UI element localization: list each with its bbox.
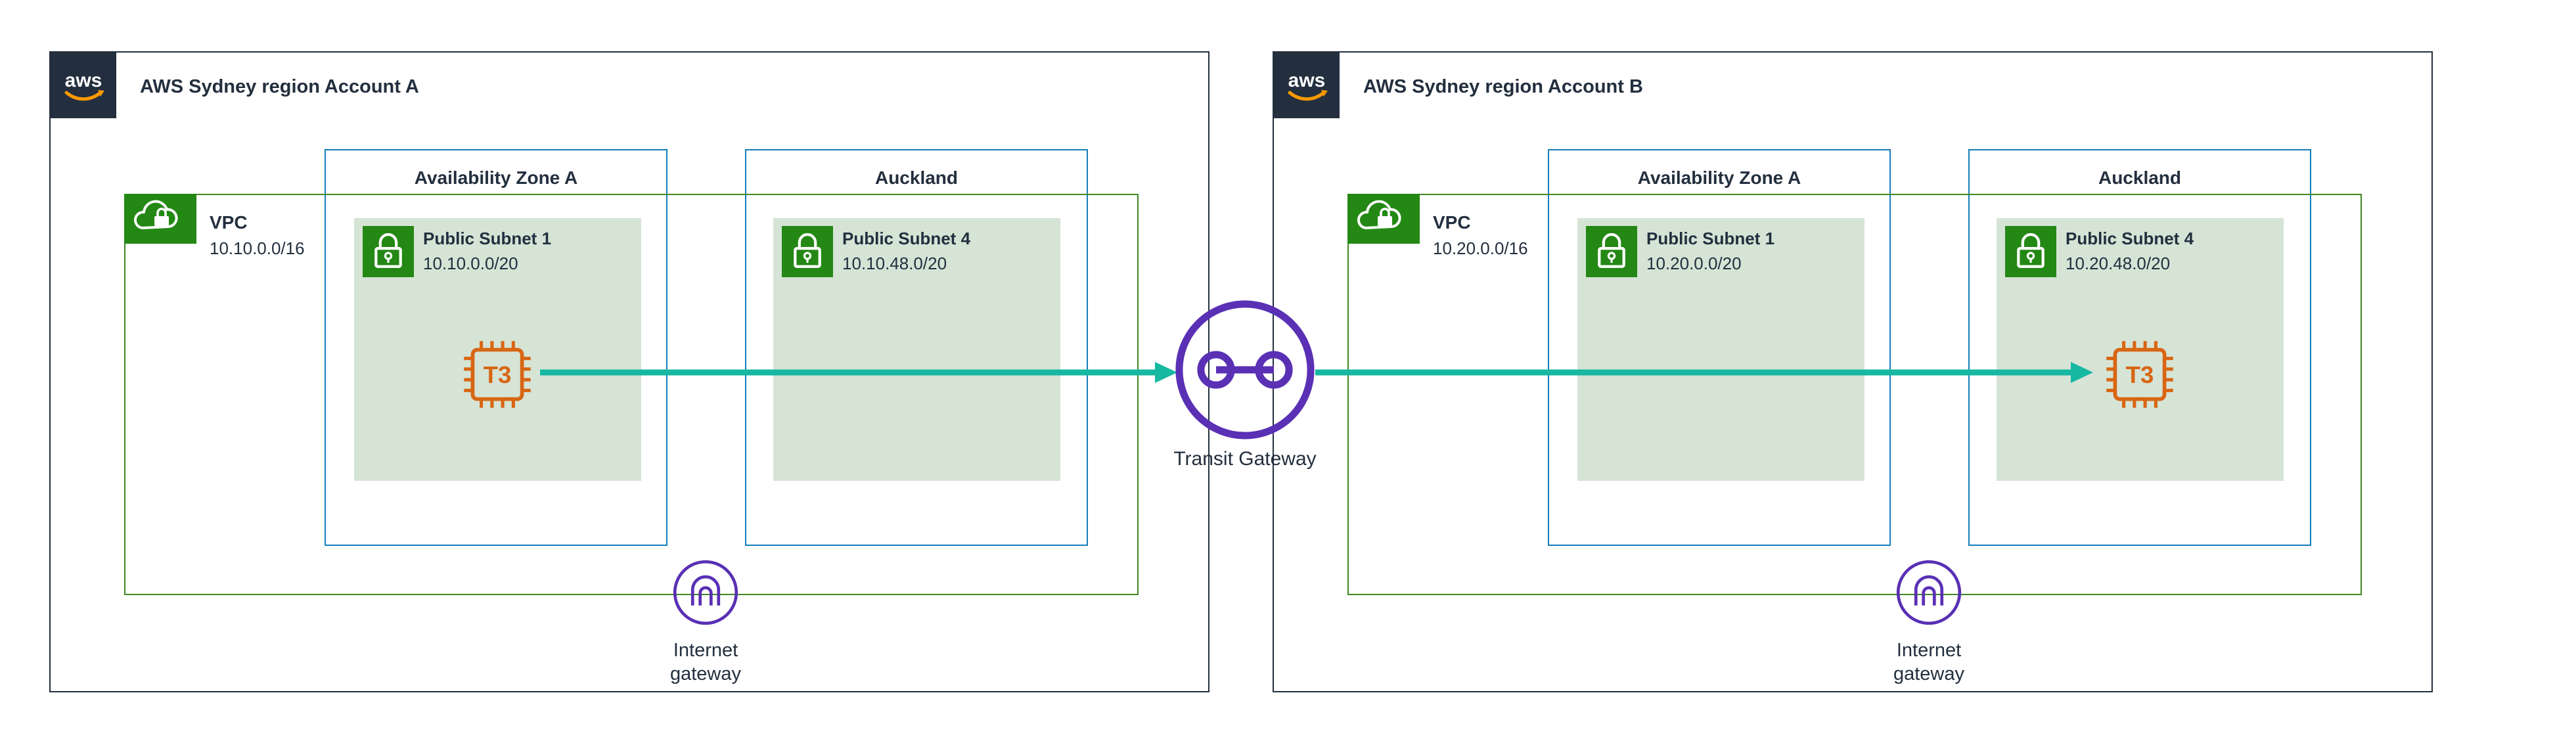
account-title: AWS Sydney region Account A — [140, 76, 419, 97]
instance-label: T3 — [484, 361, 512, 388]
availability-zone-auckland-label: Auckland — [2098, 168, 2182, 188]
aws-logo-text: aws — [1288, 70, 1326, 91]
subnet-text: Public Subnet 1 10.10.0.0/20 — [423, 229, 551, 274]
aws-logo-icon: aws — [51, 53, 116, 118]
subnet-text: Public Subnet 4 10.20.48.0/20 — [2066, 229, 2194, 274]
internet-gateway-label: Internet gateway — [1893, 640, 1964, 684]
vpc-text: VPC 10.20.0.0/16 — [1433, 212, 1528, 259]
instance-label: T3 — [2126, 361, 2154, 388]
internet-gateway-icon — [671, 558, 740, 627]
subnet-name: Public Subnet 4 — [842, 229, 971, 248]
subnet-text: Public Subnet 4 10.10.48.0/20 — [842, 229, 970, 274]
vpc-boundary — [1347, 194, 2362, 595]
subnet-cidr: 10.10.0.0/20 — [423, 254, 518, 273]
availability-zone-a-label: Availability Zone A — [414, 168, 578, 188]
subnet-lock-icon — [2005, 226, 2056, 277]
account-title: AWS Sydney region Account B — [1363, 76, 1643, 97]
availability-zone-a-box: Availability Zone A — [1548, 149, 1891, 546]
subnet-name: Public Subnet 1 — [423, 229, 552, 248]
subnet-cidr: 10.10.48.0/20 — [842, 254, 947, 273]
subnet-lock-icon — [782, 226, 833, 277]
public-subnet-1-box: Public Subnet 1 10.20.0.0/20 — [1577, 218, 1864, 481]
aws-logo: aws — [1274, 53, 1340, 118]
availability-zone-a-box: Availability Zone A — [325, 149, 667, 546]
subnet-name: Public Subnet 1 — [1646, 229, 1775, 248]
public-subnet-1-box: Public Subnet 1 10.10.0.0/20 — [354, 218, 641, 481]
vpc-boundary — [124, 194, 1139, 595]
aws-logo: aws — [51, 53, 116, 118]
availability-zone-a-label: Availability Zone A — [1637, 168, 1801, 188]
subnet-text: Public Subnet 1 10.20.0.0/20 — [1646, 229, 1774, 274]
ec2-t3-instance-icon: T3 — [455, 332, 540, 417]
availability-zone-auckland-label: Auckland — [874, 168, 959, 188]
vpc-label: VPC — [210, 212, 248, 233]
subnet-lock-icon — [363, 226, 414, 277]
availability-zone-auckland-box: Auckland — [745, 149, 1088, 546]
vpc-icon — [1347, 194, 1420, 244]
vpc-label: VPC — [1433, 212, 1471, 233]
internet-gateway-icon — [1895, 558, 1963, 627]
subnet-cidr: 10.20.0.0/20 — [1646, 254, 1742, 273]
aws-logo-icon: aws — [1274, 53, 1340, 118]
internet-gateway-label: Internet gateway — [669, 640, 741, 684]
subnet-lock-icon — [1586, 226, 1637, 277]
transit-gateway-icon — [1173, 298, 1317, 442]
subnet-name: Public Subnet 4 — [2066, 229, 2194, 248]
transit-gateway-label: Transit Gateway — [1173, 448, 1317, 470]
account-a-boundary: aws AWS Sydney region Account A Availabi… — [49, 51, 1209, 692]
vpc-cidr: 10.20.0.0/16 — [1433, 238, 1528, 258]
vpc-cidr: 10.10.0.0/16 — [210, 238, 305, 258]
vpc-text: VPC 10.10.0.0/16 — [210, 212, 305, 259]
vpc-icon — [124, 194, 196, 244]
subnet-cidr: 10.20.48.0/20 — [2066, 254, 2171, 273]
availability-zone-auckland-box: Auckland — [1968, 149, 2311, 546]
account-b-boundary: aws AWS Sydney region Account B Availabi… — [1273, 51, 2433, 692]
aws-logo-text: aws — [65, 70, 102, 91]
ec2-t3-instance-icon: T3 — [2097, 332, 2182, 417]
public-subnet-4-box: Public Subnet 4 10.10.48.0/20 — [773, 218, 1060, 481]
